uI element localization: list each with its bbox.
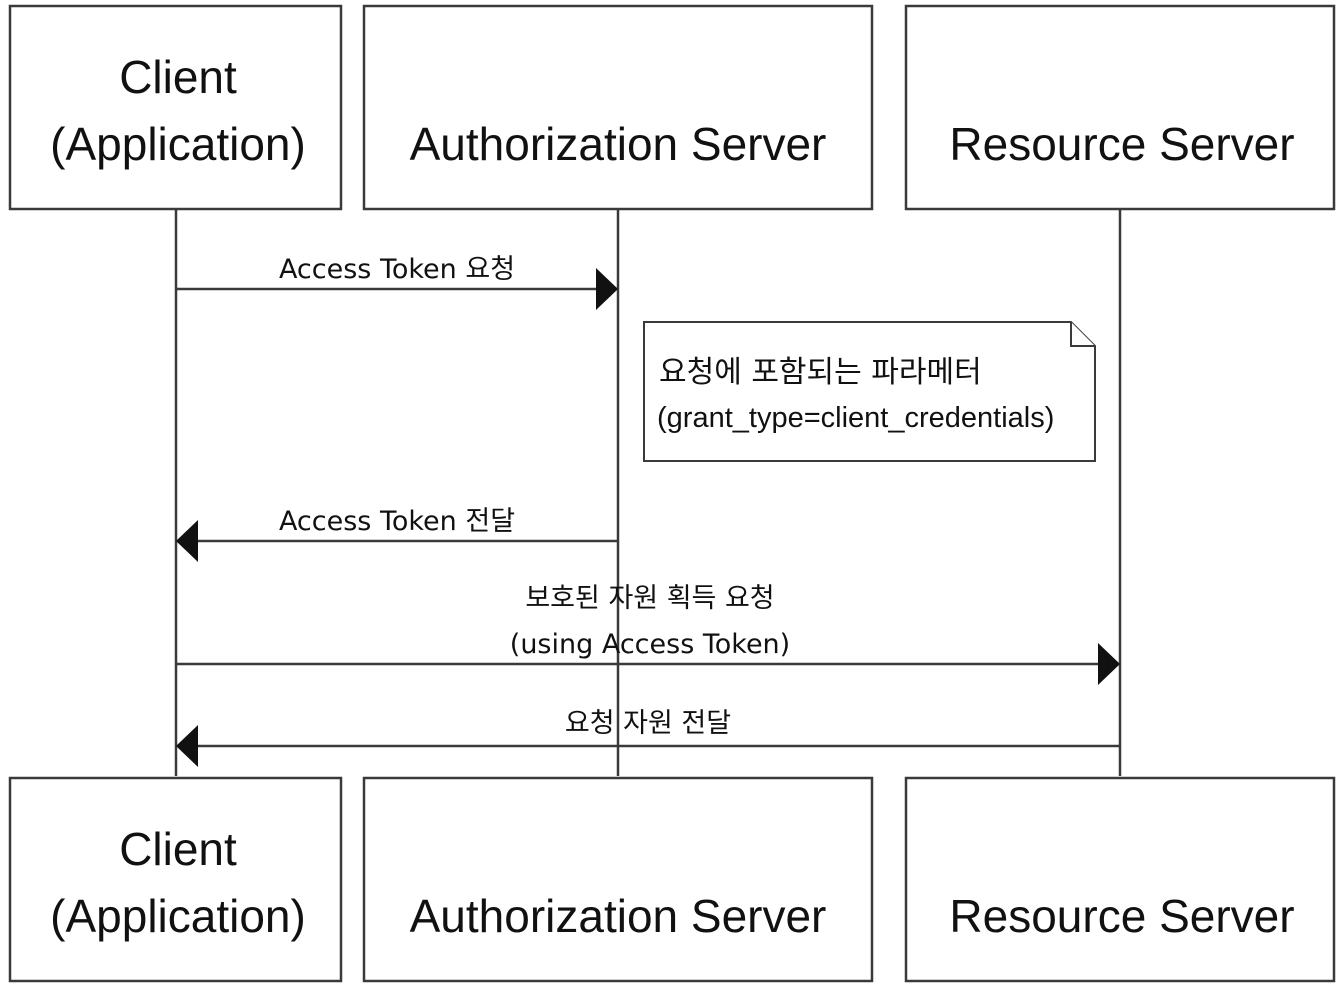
message-label: (using Access Token) xyxy=(510,629,790,660)
participant-label-line: Client xyxy=(119,51,237,103)
message-protected-resource-request: 보호된 자원 획득 요청 (using Access Token) xyxy=(176,583,1120,685)
participant-bottom-resource: Resource Server xyxy=(904,776,1336,983)
message-access-token-request: Access Token 요청 xyxy=(176,254,618,310)
note-title: 요청에 포함되는 파라메터 xyxy=(659,355,982,390)
participant-top-auth: Authorization Server xyxy=(362,4,874,211)
message-label: Access Token 요청 xyxy=(279,254,515,285)
message-label: Access Token 전달 xyxy=(279,506,515,537)
participant-label-line: Client xyxy=(119,823,237,875)
arrowhead-left-icon xyxy=(176,520,198,562)
message-label: 보호된 자원 획득 요청 xyxy=(525,583,774,614)
message-resource-delivery: 요청 자원 전달 xyxy=(176,708,1120,767)
participant-label-line: (Application) xyxy=(50,890,306,942)
arrowhead-left-icon xyxy=(176,725,198,767)
participant-label-line: Authorization Server xyxy=(410,118,827,170)
note-subtitle: (grant_type=client_credentials) xyxy=(657,402,1054,434)
arrowhead-right-icon xyxy=(596,268,618,310)
participant-top-resource: Resource Server xyxy=(904,4,1336,211)
participant-top-client: Client (Application) xyxy=(8,4,343,211)
message-label: 요청 자원 전달 xyxy=(565,708,731,739)
arrowhead-right-icon xyxy=(1098,643,1120,685)
participant-label-line: (Application) xyxy=(50,118,306,170)
participant-bottom-client: Client (Application) xyxy=(8,776,343,983)
participant-label-line: Authorization Server xyxy=(410,890,827,942)
participant-label-line: Resource Server xyxy=(949,118,1294,170)
participant-label-line: Resource Server xyxy=(949,890,1294,942)
participant-bottom-auth: Authorization Server xyxy=(362,776,874,983)
note-parameters: 요청에 포함되는 파라메터 (grant_type=client_credent… xyxy=(643,321,1096,462)
message-access-token-delivery: Access Token 전달 xyxy=(176,506,618,562)
